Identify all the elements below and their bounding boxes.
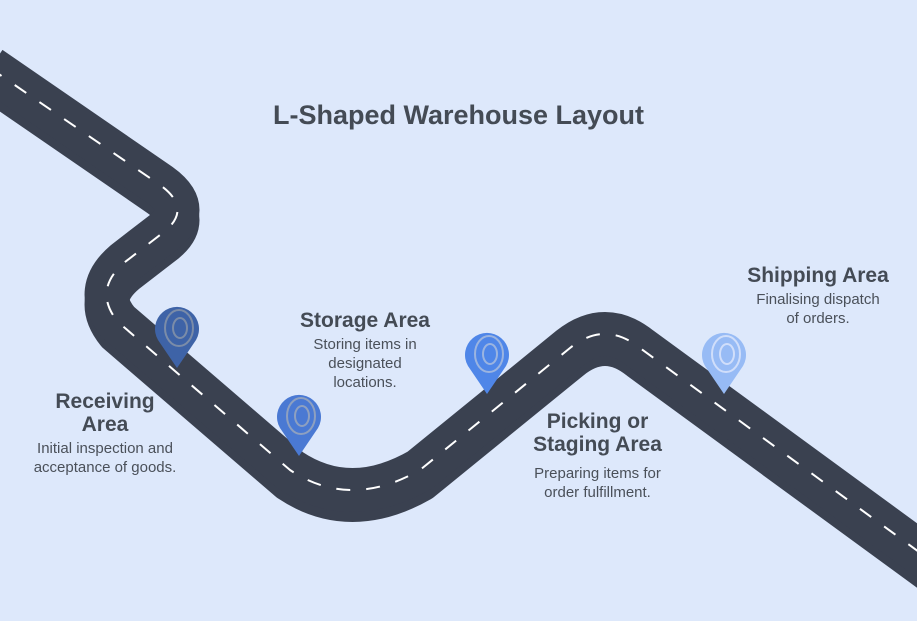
stage-shipping: Shipping Area Finalising dispatch of ord… (728, 264, 908, 328)
stage-description: Finalising dispatch of orders. (756, 291, 880, 327)
stage-description: Initial inspection and acceptance of goo… (33, 440, 177, 476)
stage-heading: Picking or (546, 410, 649, 433)
stage-heading: Storage Area (300, 309, 430, 332)
stage-heading: Staging Area (533, 433, 662, 456)
stage-picking: Picking or Staging Area Preparing items … (505, 410, 690, 502)
stage-description: Storing items in designated locations. (313, 336, 417, 391)
stage-receiving: Receiving Area Initial inspection and ac… (15, 390, 195, 477)
map-pin-icon (702, 332, 746, 394)
map-pin-icon (465, 332, 509, 394)
stage-heading: Shipping Area (747, 264, 889, 287)
stage-storage: Storage Area Storing items in designated… (275, 309, 455, 392)
stage-description: Preparing items for order fulfillment. (534, 465, 661, 501)
map-pin-icon (277, 394, 321, 456)
stage-heading: Receiving (55, 390, 155, 413)
stage-heading: Area (81, 413, 129, 436)
page-title: L-Shaped Warehouse Layout (272, 100, 645, 130)
map-pin-icon (155, 306, 199, 368)
